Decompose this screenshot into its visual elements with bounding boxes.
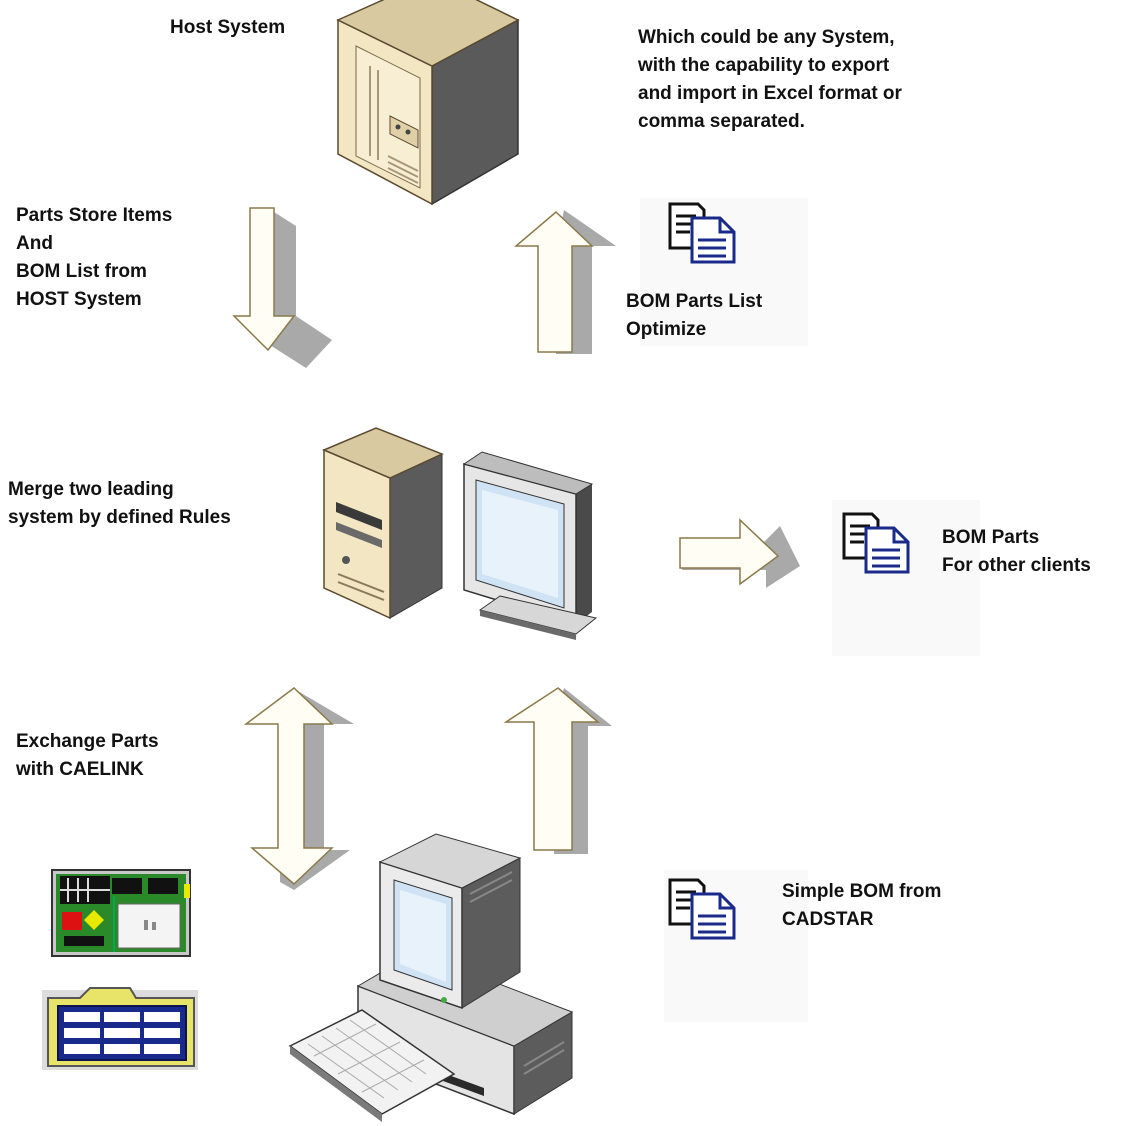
arrow-exchange-bidirectional xyxy=(228,684,362,894)
document-copy-icon xyxy=(664,878,744,942)
computer-keyboard-icon xyxy=(284,833,584,1124)
arrow-up-from-cadstar xyxy=(500,684,620,860)
host-system-label: Host System xyxy=(170,17,286,38)
exchange-parts-label: Exchange Parts with CAELINK xyxy=(16,731,159,780)
bom-optimize-label: BOM Parts List Optimize xyxy=(626,291,763,340)
bom-other-clients-label: BOM Parts For other clients xyxy=(942,527,1091,576)
simple-bom-label: Simple BOM from CADSTAR xyxy=(782,881,942,930)
document-copy-icon xyxy=(664,202,744,266)
host-system-note: Which could be any System, with the capa… xyxy=(638,27,902,132)
arrow-down-to-merge xyxy=(228,207,360,374)
arrow-up-to-host xyxy=(508,208,628,360)
server-tower-icon xyxy=(330,0,530,216)
merge-rules-label: Merge two leading system by defined Rule… xyxy=(8,479,231,528)
parts-store-label: Parts Store Items And BOM List from HOST… xyxy=(16,205,173,310)
pcb-board-icon xyxy=(48,866,196,962)
desktop-workstation-icon xyxy=(318,427,608,640)
arrow-right-to-clients xyxy=(676,514,808,598)
folder-table-icon xyxy=(40,980,200,1072)
document-copy-icon xyxy=(838,512,918,576)
